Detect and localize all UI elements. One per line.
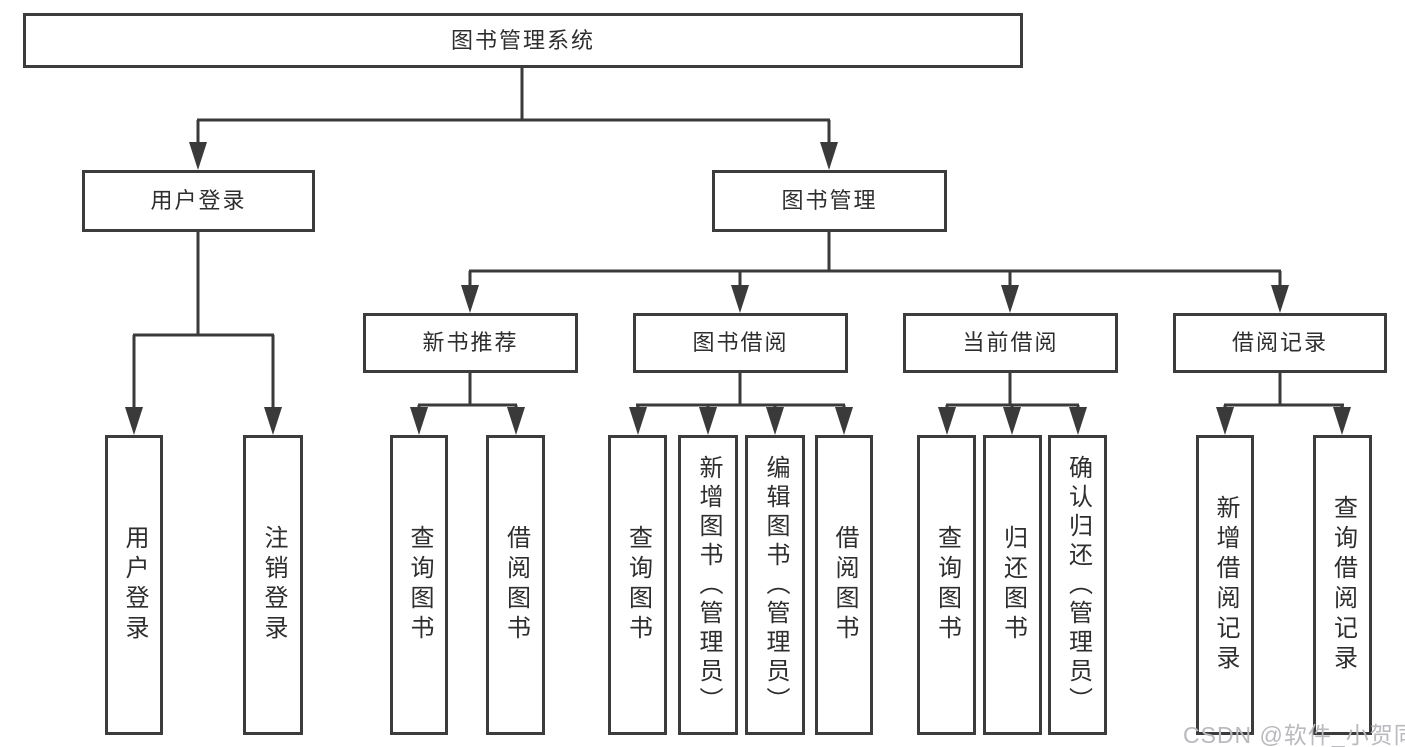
leaf-user-login-label: 用户登录 bbox=[121, 525, 148, 645]
node-book-borrow-label: 图书借阅 bbox=[692, 330, 789, 355]
leaf-cb-query-books-label: 查询图书 bbox=[933, 525, 961, 645]
leaf-logout-label: 注销登录 bbox=[260, 525, 287, 645]
leaf-cb-query-books: 查询图书 bbox=[917, 435, 976, 735]
node-book-borrow: 图书借阅 bbox=[633, 313, 848, 373]
node-user-login-label: 用户登录 bbox=[150, 188, 247, 213]
leaf-bb-edit-books-admin: 编辑图书（管理员） bbox=[745, 435, 805, 735]
leaf-bb-edit-books-admin-label: 编辑图书（管理员） bbox=[762, 454, 789, 716]
node-root: 图书管理系统 bbox=[23, 13, 1023, 68]
leaf-bb-query-books: 查询图书 bbox=[608, 435, 667, 735]
leaf-bb-query-books-label: 查询图书 bbox=[624, 525, 652, 645]
leaf-br-add-record-label: 新增借阅记录 bbox=[1212, 495, 1239, 675]
csdn-watermark: CSDN @软件_小贺同学 bbox=[1183, 722, 1405, 747]
leaf-logout: 注销登录 bbox=[243, 435, 303, 735]
leaf-nbr-query-books: 查询图书 bbox=[390, 435, 448, 735]
leaf-nbr-query-books-label: 查询图书 bbox=[406, 525, 433, 645]
leaf-br-query-record: 查询借阅记录 bbox=[1313, 435, 1372, 735]
node-new-book-recommend-label: 新书推荐 bbox=[422, 330, 519, 355]
leaf-br-add-record: 新增借阅记录 bbox=[1196, 435, 1254, 735]
node-current-borrow: 当前借阅 bbox=[903, 313, 1118, 373]
leaf-bb-add-books-admin: 新增图书（管理员） bbox=[678, 435, 738, 735]
leaf-user-login: 用户登录 bbox=[105, 435, 163, 735]
node-borrow-records: 借阅记录 bbox=[1173, 313, 1387, 373]
node-borrow-records-label: 借阅记录 bbox=[1231, 330, 1328, 355]
leaf-bb-borrow-books: 借阅图书 bbox=[815, 435, 873, 735]
node-book-management: 图书管理 bbox=[712, 170, 947, 232]
leaf-cb-confirm-return-admin: 确认归还（管理员） bbox=[1048, 435, 1107, 735]
leaf-bb-borrow-books-label: 借阅图书 bbox=[831, 525, 858, 645]
leaf-cb-confirm-return-admin-label: 确认归还（管理员） bbox=[1064, 454, 1092, 716]
leaf-cb-return-books: 归还图书 bbox=[983, 435, 1042, 735]
node-book-management-label: 图书管理 bbox=[781, 188, 878, 213]
leaf-nbr-borrow-books-label: 借阅图书 bbox=[502, 525, 530, 645]
node-user-login: 用户登录 bbox=[82, 170, 315, 232]
node-current-borrow-label: 当前借阅 bbox=[962, 330, 1059, 355]
leaf-nbr-borrow-books: 借阅图书 bbox=[486, 435, 545, 735]
node-new-book-recommend: 新书推荐 bbox=[363, 313, 578, 373]
node-root-label: 图书管理系统 bbox=[450, 27, 595, 53]
leaf-cb-return-books-label: 归还图书 bbox=[999, 525, 1027, 645]
leaf-bb-add-books-admin-label: 新增图书（管理员） bbox=[695, 454, 722, 716]
leaf-br-query-record-label: 查询借阅记录 bbox=[1329, 495, 1357, 675]
